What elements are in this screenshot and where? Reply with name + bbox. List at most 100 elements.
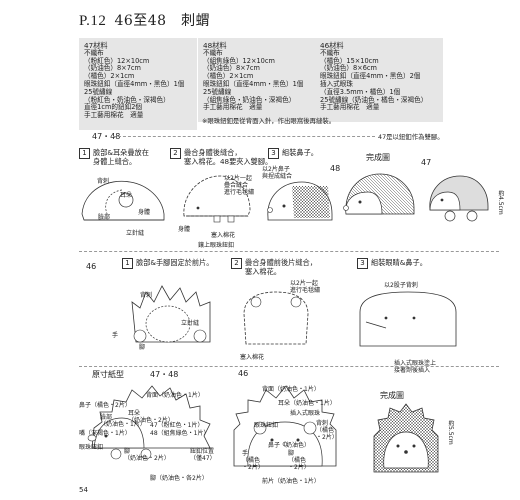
label-bead-pattern: 眼珠鈕釦 xyxy=(79,444,104,451)
label-ear-pattern: 耳朵 （奶油色・2片） xyxy=(128,410,174,424)
materials-line: （組焦綠色・奶油色・深褐色） xyxy=(203,95,296,104)
label-back-pattern: 背面（奶油色・1片） xyxy=(146,392,204,399)
label-spine: 背刺 xyxy=(97,178,110,185)
materials-line: （橘色）2×1cm xyxy=(203,72,254,81)
materials-line: （直徑3.5mm・橘色）1個 xyxy=(320,87,401,96)
materials-line: （奶油色）8×6cm xyxy=(320,64,377,73)
materials-box-46: 46材料 不織布 （橘色）15×10cm （奶油色）8×6cm 眼珠鈕釦（直徑4… xyxy=(315,38,443,122)
label-front46: 前片（奶油色・1片） xyxy=(262,478,320,485)
materials-heading: 46材料 xyxy=(320,41,344,50)
label-nose46: 鼻子（奶油色） xyxy=(268,442,311,449)
hedgehog46-diagram-step3 xyxy=(359,291,457,347)
pattern-label-46: 46 xyxy=(238,369,249,378)
section-label-47-48: 47・48 xyxy=(92,132,121,141)
materials-heading: 48材料 xyxy=(203,41,227,50)
materials-line: 眼珠鈕釦（直徑4mm・黑色）2個 xyxy=(320,72,421,81)
step-text: 疊合身體前後片縫合， 塞入棉花。 xyxy=(245,258,317,276)
label-face-pattern: 臉部 （奶油色・1片） xyxy=(100,414,146,428)
materials-line: 直徑1cm的鈕釦2個 xyxy=(84,103,143,112)
label-face: 臉部 xyxy=(98,214,111,221)
materials-line: （組焦綠色）12×10cm xyxy=(203,56,275,65)
label-ear46: 耳朵（奶油色・1片） xyxy=(278,400,336,407)
hedgehog-diagram-step3 xyxy=(267,181,333,221)
materials-line: （奶油色）8×7cm xyxy=(84,64,141,73)
divider xyxy=(113,136,375,137)
label-right-mid: 以2股子背刺 xyxy=(384,282,418,289)
divider xyxy=(79,251,499,252)
materials-box-47: 47材料 不織布 （粉紅色）12×10cm （奶油色）8×7cm （橘色）2×1… xyxy=(79,38,197,130)
hedgehog-diagram-step2 xyxy=(183,175,251,223)
label-ear: 耳朵 xyxy=(120,192,133,199)
materials-line: 25號繡線 xyxy=(84,87,113,96)
label-nose-stitch: 以2片鼻子 與捏成縫合 xyxy=(262,166,293,180)
materials-line: 不織布 xyxy=(320,48,340,57)
step-number: 2 xyxy=(170,148,181,159)
label-mouth-pattern: 嘴（深褐色・1片） xyxy=(79,430,131,437)
label-spine-mid: 背刺 xyxy=(140,292,153,299)
step-number: 1 xyxy=(122,258,133,269)
section-label-pattern: 原寸紙型 xyxy=(92,370,124,379)
page-number: 54 xyxy=(79,486,88,494)
materials-line: （粉紅色・奶油色・深褐色） xyxy=(84,95,170,104)
finished-label-bottom: 完成圖 xyxy=(380,391,404,400)
bead-note: ※眼珠鈕釦是從背面入針，作出眼窩後再縫裝。 xyxy=(202,117,336,125)
step-number: 1 xyxy=(79,148,90,159)
step-text: 組裝鼻子。 xyxy=(282,148,318,157)
page-title: P.12 46至48 刺蝟 xyxy=(79,10,210,30)
label-ladder-mid: 立針縫 xyxy=(181,320,200,327)
finished-47-num: 47 xyxy=(421,158,432,167)
materials-line: （奶油色）8×7cm xyxy=(203,64,260,73)
size-label-46: 約5.5cm xyxy=(447,420,454,445)
step-number: 3 xyxy=(357,258,368,269)
materials-line: 不織布 xyxy=(203,48,223,57)
pattern-label-47-48: 47・48 xyxy=(150,370,179,379)
page-ref: P.12 xyxy=(79,13,107,29)
label-eye-note: 插入式眼珠塗上 接著劑後插入 xyxy=(394,360,437,374)
label-bead-2: 鑲上眼珠鈕釦 xyxy=(198,242,235,249)
finished-48-num: 48 xyxy=(330,164,341,173)
divider xyxy=(79,366,499,367)
label-blanket-mid: 以2片一起 進行毛毯繡 xyxy=(290,280,321,294)
finished-hedgehog-48 xyxy=(343,173,415,215)
step-number: 3 xyxy=(268,148,279,159)
materials-line: 25號繡線 xyxy=(203,87,232,96)
step-text: 組裝眼睛&鼻子。 xyxy=(371,258,427,267)
section-label-46: 46 xyxy=(86,262,97,271)
materials-line: 不織布 xyxy=(84,48,104,57)
label-stuff-mid: 塞入棉花 xyxy=(240,354,265,361)
label-leg-pattern: 腳 （奶油色・2片） xyxy=(124,448,170,462)
label-bead46: 眼珠鈕釦 xyxy=(254,422,279,429)
label-arm-mid: 手 xyxy=(112,332,119,339)
label-arm46: 手 （橘色 ・2片） xyxy=(242,450,264,471)
label-body46: 背刺 （橘色 ・2片） xyxy=(316,420,338,441)
finished-hedgehog-47 xyxy=(429,175,489,222)
section1-note: 47是以鈕釦作為雙腳。 xyxy=(378,133,444,141)
step-text: 臉部&耳朵疊放在 身體上縫合。 xyxy=(93,148,149,166)
materials-line: （橘色）15×10cm xyxy=(320,56,379,65)
materials-line: 插入式眼珠 xyxy=(320,79,353,88)
label-body47-pattern: 47（粉紅色・1片） xyxy=(150,422,204,429)
materials-line: 25號繡線（奶油色・橘色・深褐色） xyxy=(320,95,428,104)
step-text: 疊合身體後縫合， 塞入棉花。48要夾入雙腳。 xyxy=(184,148,273,166)
materials-line: （橘色）2×1cm xyxy=(84,72,135,81)
finished-label-top: 完成圖 xyxy=(366,153,390,162)
label-insert-eye: 插入式眼珠 xyxy=(290,410,321,417)
step-text: 臉部&手腳固定於前片。 xyxy=(136,258,214,267)
materials-line: 眼珠鈕釦（直徑4mm・黑色）1個 xyxy=(203,79,304,88)
pattern-46 xyxy=(233,385,337,467)
materials-line: （粉紅色）12×10cm xyxy=(84,56,150,65)
label-body: 身體 xyxy=(138,209,151,216)
label-stuff-2: 塞入棉花 xyxy=(211,232,236,239)
label-body48-pattern: 48（組焦綠色・1片） xyxy=(150,430,210,437)
materials-line: 手工藝用棉花 適量 xyxy=(320,103,380,112)
title-text: 46至48 刺蝟 xyxy=(114,13,211,29)
label-ladder: 立針縫 xyxy=(126,230,145,237)
label-foot46: 腳 （橘色 ・2片） xyxy=(288,450,310,471)
finished-hedgehog-46 xyxy=(373,403,439,473)
label-feet-pattern: 腳（奶油色・各2片） xyxy=(150,475,208,482)
